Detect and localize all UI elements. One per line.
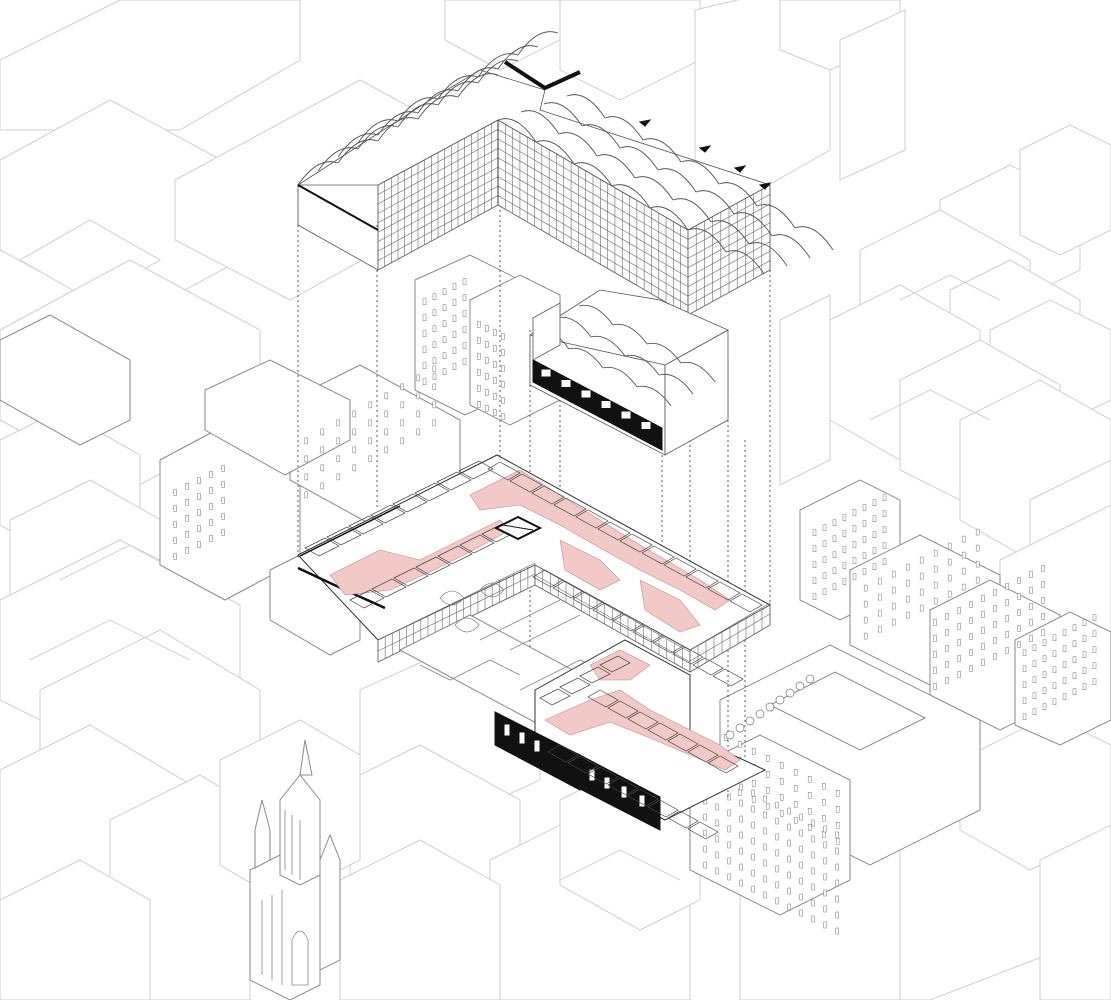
plan-rooms-upper	[304, 460, 763, 687]
church	[249, 739, 341, 1000]
plan-facade-grid	[377, 562, 771, 673]
ground-floor-plan	[494, 639, 815, 840]
typical-floor-plan	[297, 454, 772, 687]
circulation-corridor-upper	[329, 469, 731, 633]
street-trees	[725, 674, 815, 740]
lower-band-windows	[541, 369, 651, 429]
ground-facade-windows	[504, 724, 645, 807]
upper-facade-grid	[377, 119, 771, 316]
neighbour-window-grid	[173, 278, 1097, 935]
vaulted-roof-lower	[528, 289, 729, 456]
vaulted-roof-upper	[296, 31, 834, 316]
upper-vault-shells	[297, 31, 834, 275]
plan-rooms-lower	[539, 655, 739, 840]
